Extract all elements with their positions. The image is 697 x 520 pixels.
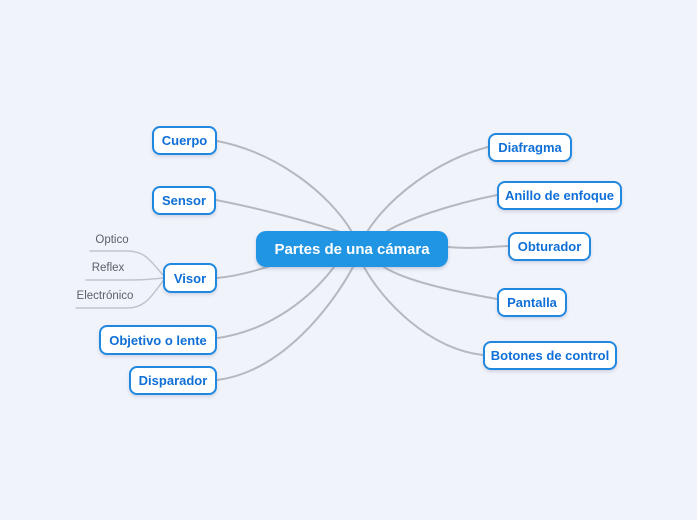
node-optico-label: Optico: [95, 234, 129, 246]
node-objetivo-o-lente-label: Objetivo o lente: [109, 332, 207, 348]
node-diafragma[interactable]: Diafragma: [488, 133, 572, 162]
central-node-label: Partes de una cámara: [274, 240, 430, 258]
connector-objetivo: [217, 266, 335, 339]
node-pantalla-label: Pantalla: [507, 295, 557, 310]
connector-diafragma: [366, 146, 489, 233]
node-visor-child-reflex[interactable]: Reflex: [84, 262, 132, 274]
connector-obturador: [447, 245, 509, 249]
node-diafragma-label: Diafragma: [498, 140, 562, 155]
node-electronico-label: Electrónico: [76, 290, 134, 302]
node-botones-de-control[interactable]: Botones de control: [483, 341, 617, 370]
connector-visor: [216, 265, 271, 279]
node-visor-label: Visor: [173, 270, 207, 286]
connector-sensor: [215, 199, 347, 235]
connector-disparador: [216, 266, 354, 381]
central-node-partes-de-una-camara[interactable]: Partes de una cámara: [256, 231, 448, 267]
node-sensor-label: Sensor: [161, 193, 207, 208]
node-anillo-de-enfoque[interactable]: Anillo de enfoque: [497, 181, 622, 210]
connector-botones: [363, 266, 484, 356]
node-anillo-de-enfoque-label: Anillo de enfoque: [504, 188, 615, 203]
node-disparador-label: Disparador: [138, 373, 208, 388]
node-visor[interactable]: Visor: [163, 263, 217, 293]
connector-pantalla: [383, 266, 498, 300]
node-sensor[interactable]: Sensor: [152, 186, 216, 215]
node-botones-de-control-label: Botones de control: [490, 348, 610, 363]
node-pantalla[interactable]: Pantalla: [497, 288, 567, 317]
node-visor-child-electronico[interactable]: Electrónico: [74, 290, 136, 302]
node-objetivo-o-lente[interactable]: Objetivo o lente: [99, 325, 217, 355]
node-visor-child-optico[interactable]: Optico: [88, 234, 136, 246]
node-cuerpo-label: Cuerpo: [161, 133, 208, 148]
connector-reflex: [85, 277, 164, 281]
connector-anillo: [386, 194, 498, 232]
node-cuerpo[interactable]: Cuerpo: [152, 126, 217, 155]
node-reflex-label: Reflex: [91, 262, 125, 274]
node-obturador[interactable]: Obturador: [508, 232, 591, 261]
node-disparador[interactable]: Disparador: [129, 366, 217, 395]
node-obturador-label: Obturador: [517, 239, 582, 254]
connector-cuerpo: [216, 140, 353, 233]
